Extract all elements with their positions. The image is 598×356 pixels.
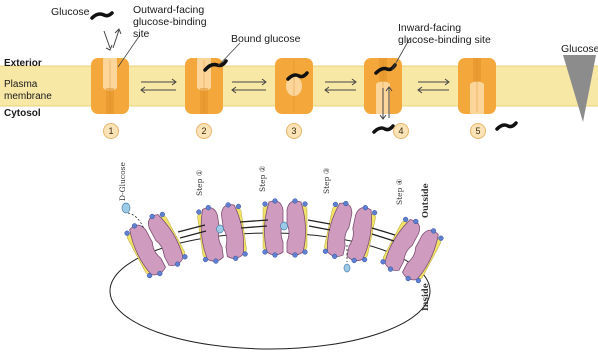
d-glucose-label: D-Glucose — [118, 162, 127, 201]
step-number-1: 1 — [103, 123, 119, 139]
step2-label: Step ② — [258, 166, 267, 193]
exterior-label: Exterior — [4, 58, 42, 69]
glucose-molecule-step5 — [497, 123, 516, 129]
glucose-bound-step1 — [217, 225, 224, 233]
glucose-bound-step2 — [281, 222, 288, 230]
glucose-released-step3 — [344, 264, 350, 272]
bound-glucose-label: Bound glucose — [231, 33, 300, 45]
step-number-4: 4 — [393, 123, 409, 139]
transporter-step1 — [91, 58, 129, 114]
protein-state-step1 — [196, 201, 249, 265]
protein-state-step4 — [378, 214, 445, 287]
membrane-label: membrane — [4, 91, 52, 102]
inward-facing-label-line1: Inward-facing — [398, 22, 461, 34]
outside-label: Outside — [420, 183, 430, 218]
transporter-step5 — [458, 58, 496, 114]
step-number-2: 2 — [196, 123, 212, 139]
step-number-3: 3 — [286, 123, 302, 139]
step4-label: Step ④ — [395, 179, 404, 206]
step-number-5: 5 — [470, 123, 486, 139]
transporter-step3 — [275, 58, 313, 114]
outward-facing-label-line3: site — [133, 28, 149, 40]
glucose-molecule-step4-released — [374, 126, 393, 132]
cytosol-label: Cytosol — [4, 108, 41, 119]
inward-facing-label-line2: glucose-binding site — [398, 34, 491, 46]
d-glucose-molecule — [122, 203, 130, 213]
step3-label: Step ③ — [322, 168, 331, 195]
step1-label: Step ① — [195, 170, 204, 197]
outward-facing-label-line2: glucose-binding — [133, 16, 207, 28]
glucose-label: Glucose — [51, 6, 90, 18]
glucose-gradient-label: Glucose — [561, 43, 598, 55]
inside-label: Inside — [420, 283, 430, 311]
outward-facing-label-line1: Outward-facing — [133, 4, 204, 16]
protein-state-step3 — [322, 199, 378, 266]
plasma-label: Plasma — [4, 79, 37, 90]
glucose-molecule-top — [92, 13, 112, 18]
exchange-arrows-top — [104, 29, 121, 50]
protein-state-outward-open — [122, 209, 189, 282]
